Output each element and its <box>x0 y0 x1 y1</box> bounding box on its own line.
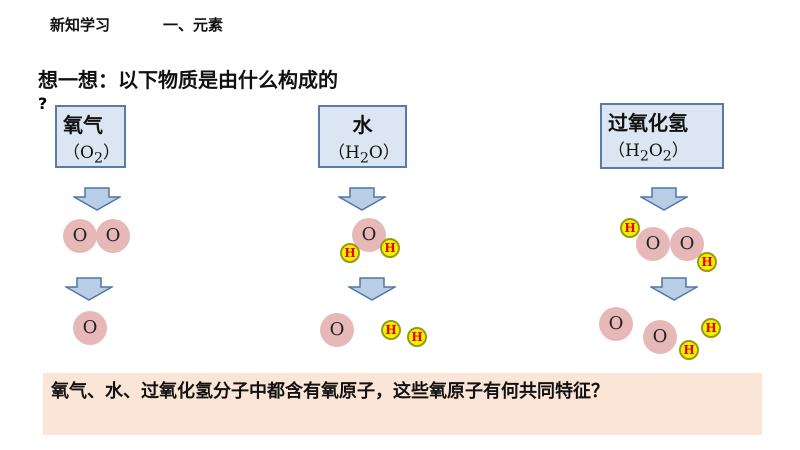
oxygen-atom: O <box>96 219 130 253</box>
section-label: 新知学习 <box>50 16 111 34</box>
substance-name: 过氧化氢 <box>608 111 688 135</box>
oxygen-atom: O <box>73 311 107 345</box>
hydrogen-atom: H <box>340 243 360 263</box>
hydrogen-atom: H <box>407 327 427 347</box>
oxygen-atom: O <box>643 320 677 354</box>
oxygen-atom: O <box>320 313 354 347</box>
substance-formula: （H2O） <box>328 143 400 167</box>
hydrogen-atom: H <box>701 318 721 338</box>
down-arrow-icon <box>650 277 698 301</box>
hydrogen-atom: H <box>697 252 717 272</box>
hydrogen-peroxide-box: 过氧化氢 （H2O2） <box>600 103 724 169</box>
substance-formula: （O2） <box>63 143 120 167</box>
water-box: 水 （H2O） <box>318 105 407 168</box>
down-arrow-icon <box>65 277 113 301</box>
question-box: 氧气、水、过氧化氢分子中都含有氧原子，这些氧原子有何共同特征？ <box>43 373 762 435</box>
hydrogen-atom: H <box>679 340 699 360</box>
hydrogen-atom: H <box>380 238 400 258</box>
substance-formula: （H2O2） <box>608 141 689 165</box>
topic-label: 一、元素 <box>163 16 224 34</box>
oxygen-box: 氧气 （O2） <box>55 105 126 168</box>
oxygen-atom: O <box>63 219 97 253</box>
title-question-mark: ? <box>38 94 48 113</box>
substance-name: 水 <box>352 113 373 137</box>
down-arrow-icon <box>640 187 688 211</box>
hydrogen-atom: H <box>620 218 640 238</box>
down-arrow-icon <box>73 187 121 211</box>
down-arrow-icon <box>348 277 396 301</box>
slide-title: 想一想：以下物质是由什么构成的 <box>38 68 338 92</box>
substance-name: 氧气 <box>63 113 103 137</box>
oxygen-atom: O <box>599 307 633 341</box>
down-arrow-icon <box>338 187 386 211</box>
hydrogen-atom: H <box>381 320 401 340</box>
oxygen-atom: O <box>670 227 704 261</box>
oxygen-atom: O <box>636 227 670 261</box>
